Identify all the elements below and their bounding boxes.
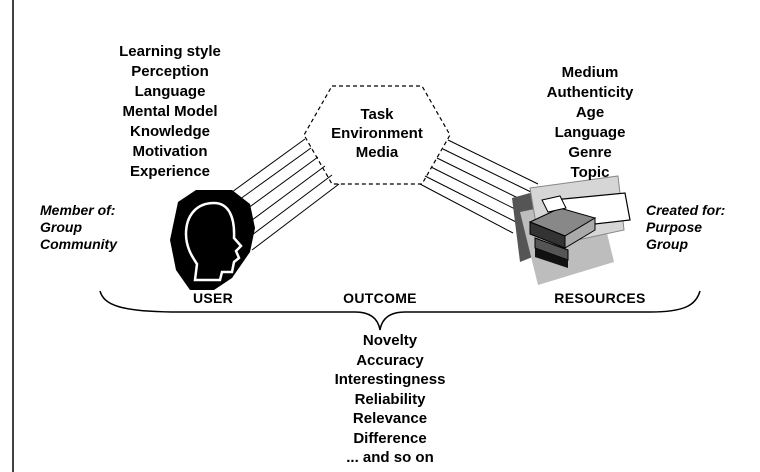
user-attr: Motivation — [132, 143, 208, 160]
member-of-list: Member of: Group Community — [40, 202, 117, 253]
user-attr: Perception — [131, 63, 209, 80]
user-attr: Knowledge — [129, 123, 210, 140]
member-of-title: Member of: — [40, 202, 116, 218]
hexagon-line: Task — [360, 106, 394, 123]
user-attr: Learning style — [119, 43, 221, 60]
resource-connector-lines — [419, 139, 539, 234]
outcome-attr: Relevance — [352, 410, 428, 427]
user-attr: Experience — [129, 163, 211, 180]
created-for-title: Created for: — [646, 202, 726, 218]
outcome-attr: Novelty — [362, 332, 418, 349]
outcome-attr: Reliability — [354, 390, 426, 408]
outcome-attr: Accuracy — [356, 351, 424, 369]
resource-attr: Medium — [561, 64, 619, 81]
user-label: USER — [192, 290, 234, 306]
resources-books-icon — [512, 175, 631, 285]
outcome-attr: Difference — [353, 429, 427, 447]
resource-attr: Language — [554, 124, 626, 141]
user-connector-lines — [231, 138, 340, 251]
outcome-brace — [99, 290, 701, 331]
outcome-attr: ... and so on — [346, 449, 434, 466]
resource-attr: Genre — [568, 144, 612, 161]
resources-label: RESOURCES — [554, 290, 646, 306]
user-attr: Mental Model — [122, 103, 218, 120]
created-for-item: Purpose — [646, 219, 703, 235]
outcome-attributes-list: Novelty Accuracy Interestingness Reliabi… — [310, 331, 470, 468]
resource-attr: Topic — [570, 164, 610, 181]
outcome-attr: Interestingness — [334, 371, 446, 388]
hexagon-line: Environment — [331, 125, 423, 142]
resource-attributes-list: Medium Authenticity Age Language Genre T… — [520, 63, 660, 183]
created-for-item: Group — [646, 236, 688, 252]
user-attr: Language — [134, 83, 206, 100]
resource-attr: Age — [575, 104, 605, 121]
outcome-label: OUTCOME — [343, 290, 417, 306]
hexagon-text: Task Environment Media — [316, 105, 438, 162]
member-of-item: Group — [40, 219, 82, 235]
member-of-item: Community — [40, 236, 117, 252]
hexagon-line: Media — [355, 144, 399, 161]
resource-attr: Authenticity — [546, 84, 634, 101]
user-head-icon — [170, 190, 255, 290]
user-attributes-list: Learning style Perception Language Menta… — [85, 42, 255, 182]
created-for-list: Created for: Purpose Group — [646, 202, 725, 253]
